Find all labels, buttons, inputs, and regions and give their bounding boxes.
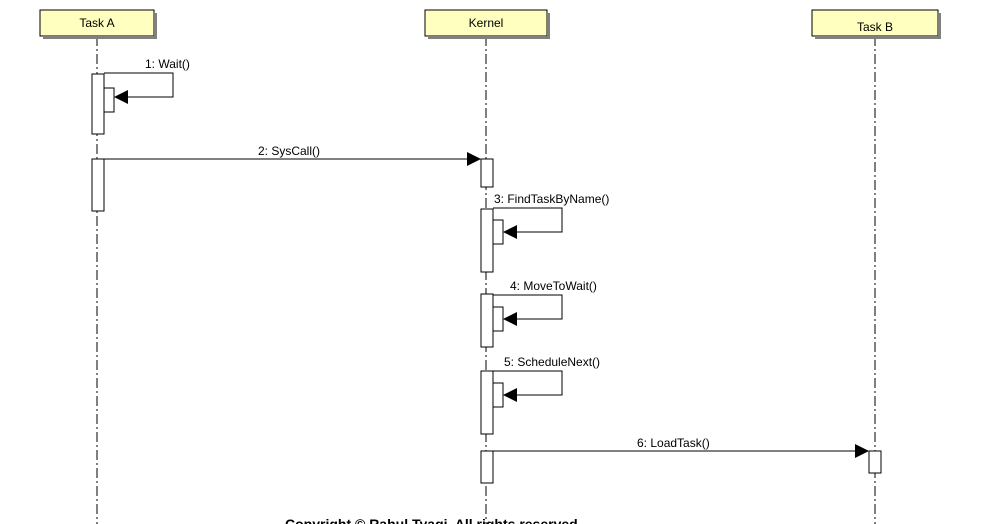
activation-task-b-1 <box>868 450 882 474</box>
nested-activation-4 <box>492 306 504 332</box>
arrowhead-1-icon <box>114 90 128 104</box>
nested-activation-1 <box>103 87 115 113</box>
lifeline-header-task-b: Task B <box>811 9 941 39</box>
message-3-label: 3: FindTaskByName() <box>494 192 609 206</box>
arrowhead-3-icon <box>503 225 517 239</box>
message-6-label: 6: LoadTask() <box>637 436 710 450</box>
kernel-label: Kernel <box>469 16 504 30</box>
arrowhead-5-icon <box>503 388 517 402</box>
message-2: 2: SysCall() <box>104 144 481 166</box>
arrowhead-6-icon <box>855 444 869 458</box>
message-5-label: 5: ScheduleNext() <box>504 355 600 369</box>
message-5: 5: ScheduleNext() <box>493 355 600 402</box>
activation-kernel-3 <box>480 293 494 348</box>
activation-kernel-2 <box>480 208 494 273</box>
message-2-label: 2: SysCall() <box>258 144 320 158</box>
activation-kernel-4 <box>480 370 494 435</box>
arrowhead-4-icon <box>503 312 517 326</box>
message-1: 1: Wait() <box>104 57 190 104</box>
arrowhead-2-icon <box>467 152 481 166</box>
activation-task-a-1 <box>91 73 105 135</box>
message-4-label: 4: MoveToWait() <box>510 279 597 293</box>
nested-activation-3 <box>492 219 504 245</box>
nested-activation-5 <box>492 382 504 408</box>
message-1-label: 1: Wait() <box>145 57 190 71</box>
lifeline-header-task-a: Task A <box>39 9 157 39</box>
message-6: 6: LoadTask() <box>493 436 869 458</box>
message-3: 3: FindTaskByName() <box>493 192 609 239</box>
copyright-footer: Copyright © Rahul Tyagi. All rights rese… <box>285 516 582 524</box>
activation-kernel-1 <box>480 158 494 188</box>
task-b-label: Task B <box>857 20 893 34</box>
activation-kernel-5 <box>480 450 494 484</box>
task-a-label: Task A <box>79 16 114 30</box>
message-4: 4: MoveToWait() <box>493 279 597 326</box>
activation-task-a-2 <box>91 158 105 212</box>
lifeline-header-kernel: Kernel <box>424 9 550 39</box>
